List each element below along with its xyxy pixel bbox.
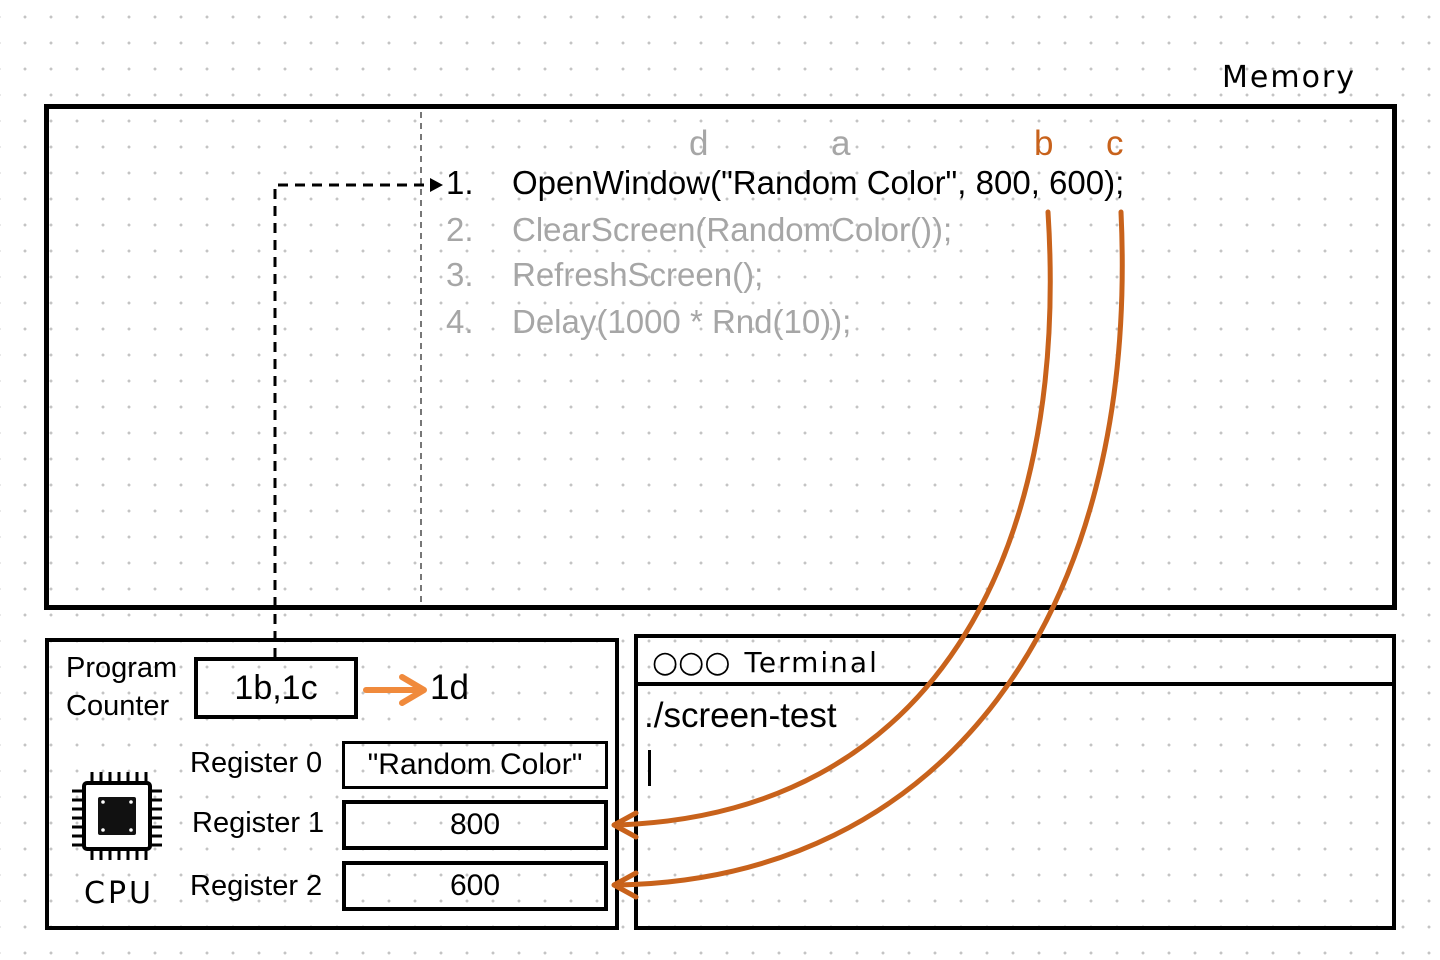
terminal-title: Terminal	[744, 646, 879, 679]
cpu-label: CPU	[84, 876, 154, 911]
column-label-b: b	[1034, 124, 1054, 163]
code-line-1-sep: ,	[1030, 164, 1050, 201]
register-1-label: Register 1	[192, 807, 325, 839]
code-line-2: ClearScreen(RandomColor());	[512, 211, 953, 248]
program-counter-value: 1b,1c	[194, 657, 358, 719]
register-0-value: "Random Color"	[342, 741, 608, 789]
terminal-titlebar-divider	[636, 682, 1396, 686]
column-label-d: d	[689, 124, 709, 163]
line-number-3: 3.	[446, 256, 474, 293]
program-counter-next: 1d	[430, 668, 469, 707]
terminal-titlebar: ○○○ Terminal	[652, 645, 879, 680]
column-label-c: c	[1106, 124, 1124, 163]
register-0-label: Register 0	[190, 747, 323, 779]
code-line-4: Delay(1000 * Rnd(10));	[512, 303, 852, 340]
line-number-2: 2.	[446, 211, 474, 248]
register-2-label: Register 2	[190, 870, 323, 902]
memory-label: Memory	[1222, 60, 1357, 95]
code-line-1-arg-c: 600	[1049, 164, 1105, 201]
column-label-a: a	[831, 124, 851, 163]
code-line-1: OpenWindow("Random Color", 800, 600);	[512, 164, 1124, 202]
register-2-value: 600	[342, 861, 608, 911]
program-counter-label-line1: Program	[66, 652, 178, 684]
register-1-value: 800	[342, 800, 608, 850]
line-number-4: 4.	[446, 303, 474, 340]
terminal-cursor	[648, 750, 651, 786]
code-line-1-suffix: );	[1104, 164, 1125, 201]
program-counter-label-line2: Counter	[66, 690, 170, 722]
terminal-command[interactable]: ./screen-test	[644, 696, 837, 735]
code-line-3: RefreshScreen();	[512, 256, 764, 293]
line-number-1: 1.	[446, 164, 474, 201]
code-line-1-arg-b: 800	[975, 164, 1031, 201]
traffic-light-icon: ○○○	[652, 645, 731, 680]
code-line-1-prefix: OpenWindow("Random Color",	[512, 164, 976, 201]
